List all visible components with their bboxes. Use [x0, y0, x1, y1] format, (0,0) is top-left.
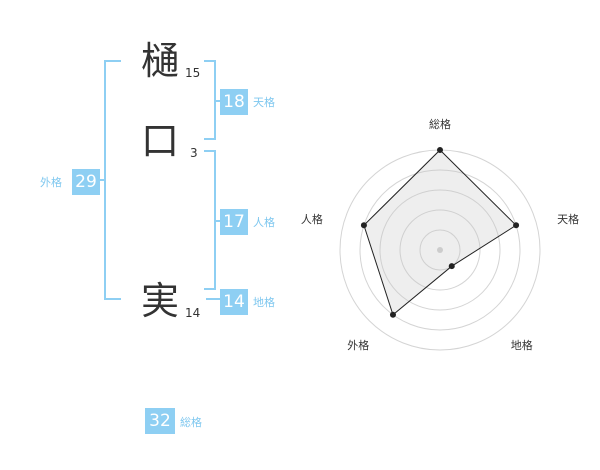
radar-point-4	[389, 311, 396, 318]
soukaku-label: 総格	[180, 416, 202, 429]
radar-grid-ring	[399, 209, 481, 291]
gaikaku-tick	[98, 179, 106, 181]
radar-point-2	[513, 222, 520, 229]
tenkaku-label: 天格	[253, 96, 275, 109]
tenkaku-value-badge: 18	[220, 89, 248, 115]
radar-axis-label: 総格	[429, 117, 451, 131]
stroke-count-1: 15	[185, 66, 201, 80]
radar-axis-label: 外格	[347, 338, 369, 352]
name-char-1: 樋	[141, 39, 180, 83]
soukaku-value-badge: 32	[145, 408, 175, 434]
stroke-count-3: 14	[185, 306, 201, 320]
gaikaku-value-badge: 29	[72, 169, 100, 195]
chikaku-tick	[206, 298, 220, 300]
radar-grid-ring	[379, 189, 501, 311]
radar-point-3	[448, 263, 455, 270]
chikaku-value-badge: 14	[220, 289, 248, 315]
radar-center-dot	[437, 247, 443, 253]
radar-axis-label: 人格	[301, 212, 323, 226]
radar-grid-ring	[359, 169, 521, 331]
jinkaku-value-badge: 17	[220, 209, 248, 235]
radar-data-polygon	[363, 149, 517, 316]
radar-point-1	[437, 147, 443, 153]
tenkaku-tick	[214, 100, 222, 102]
chikaku-label: 地格	[253, 296, 275, 309]
radar-grid-ring	[419, 229, 461, 271]
name-char-3: 実	[141, 279, 180, 323]
stroke-count-2: 3	[190, 146, 198, 160]
jinkaku-tick	[214, 220, 222, 222]
radar-axis-label: 天格	[557, 212, 579, 226]
radar-point-5	[360, 222, 367, 229]
name-char-2: 口	[141, 119, 180, 163]
jinkaku-label: 人格	[253, 216, 275, 229]
radar-axis-label: 地格	[511, 338, 533, 352]
gaikaku-label: 外格	[40, 176, 62, 189]
